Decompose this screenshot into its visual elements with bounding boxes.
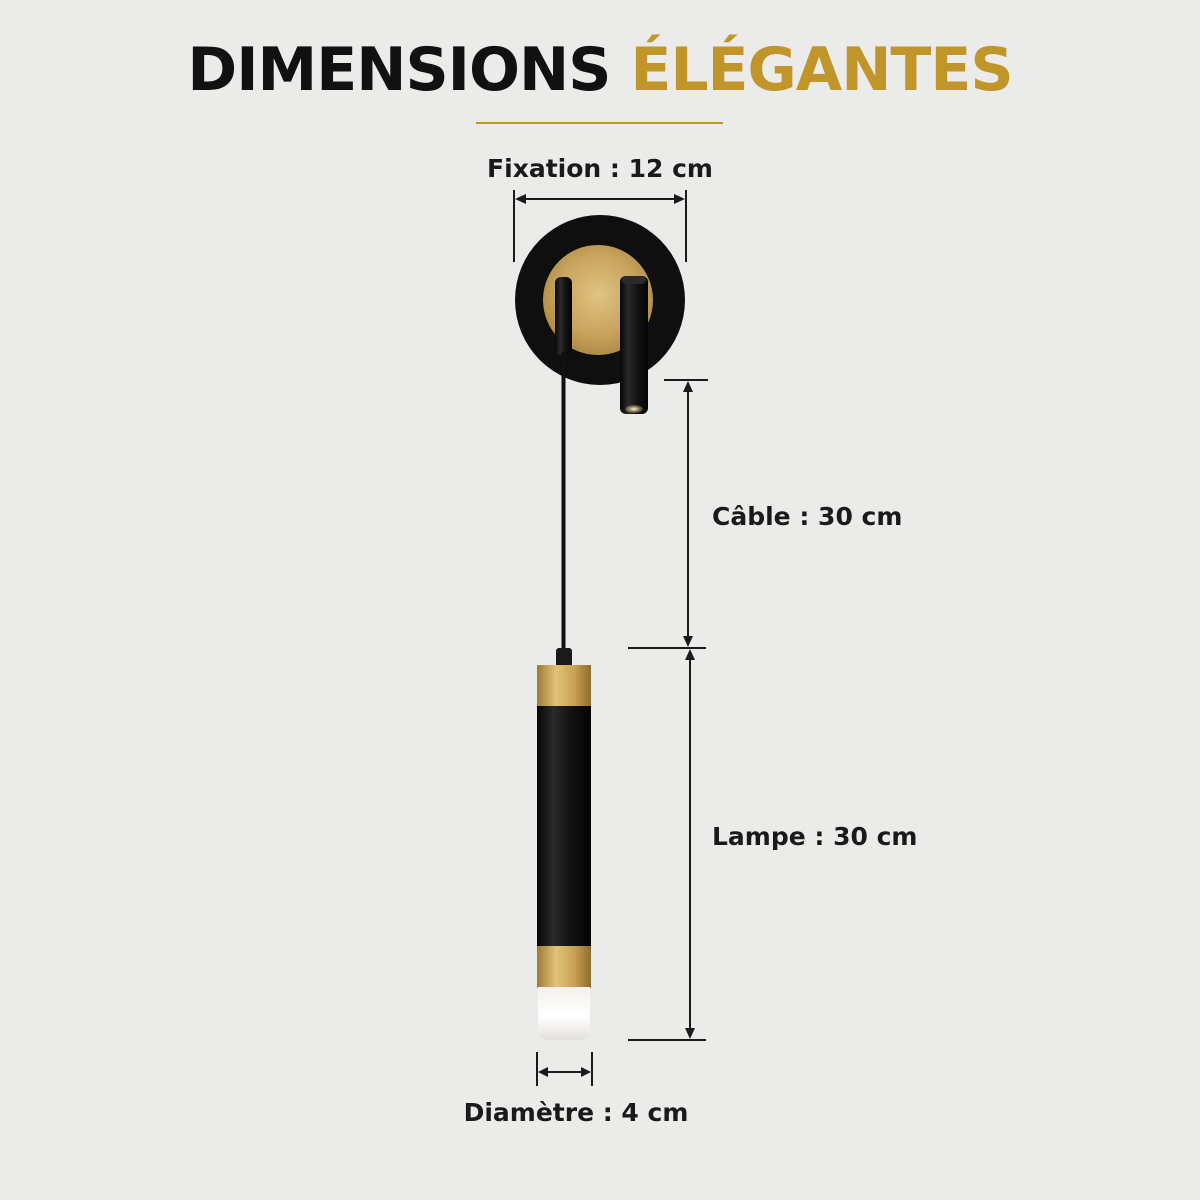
cable-label: Câble : 30 cm <box>712 502 903 531</box>
arrow-up-icon <box>683 381 693 392</box>
top-brass-band <box>537 665 591 708</box>
diametre-label: Diamètre : 4 cm <box>463 1098 689 1127</box>
pendant-lamp <box>537 665 591 1040</box>
arrow-left-icon <box>538 1067 548 1077</box>
arrow-down-icon <box>683 636 693 647</box>
spot-light-icon <box>625 405 643 413</box>
arrow-right-icon <box>674 194 685 204</box>
black-lamp-body <box>537 706 591 948</box>
title-part-dark: DIMENSIONS <box>187 35 611 105</box>
cable-connector <box>556 648 572 668</box>
arrow-right-icon <box>581 1067 591 1077</box>
dimension-cable <box>664 379 708 647</box>
cable-stem <box>555 277 572 355</box>
arrow-left-icon <box>515 194 526 204</box>
light-diffuser <box>538 987 590 1040</box>
title-underline <box>476 122 723 124</box>
arrow-up-icon <box>685 649 695 660</box>
spot-tube <box>620 276 648 414</box>
dimension-fixation <box>513 190 687 262</box>
page-title: DIMENSIONS ÉLÉGANTES <box>0 32 1200 108</box>
bottom-brass-band <box>537 946 591 988</box>
fixation-label: Fixation : 12 cm <box>487 154 713 183</box>
title-part-gold: ÉLÉGANTES <box>630 35 1013 105</box>
dimension-diametre <box>536 1052 593 1086</box>
pendant-cable <box>555 277 572 668</box>
spot-arm <box>620 276 648 414</box>
wall-mount <box>515 215 685 385</box>
dimension-lampe <box>628 647 706 1041</box>
arrow-down-icon <box>685 1028 695 1039</box>
lampe-label: Lampe : 30 cm <box>712 822 918 851</box>
